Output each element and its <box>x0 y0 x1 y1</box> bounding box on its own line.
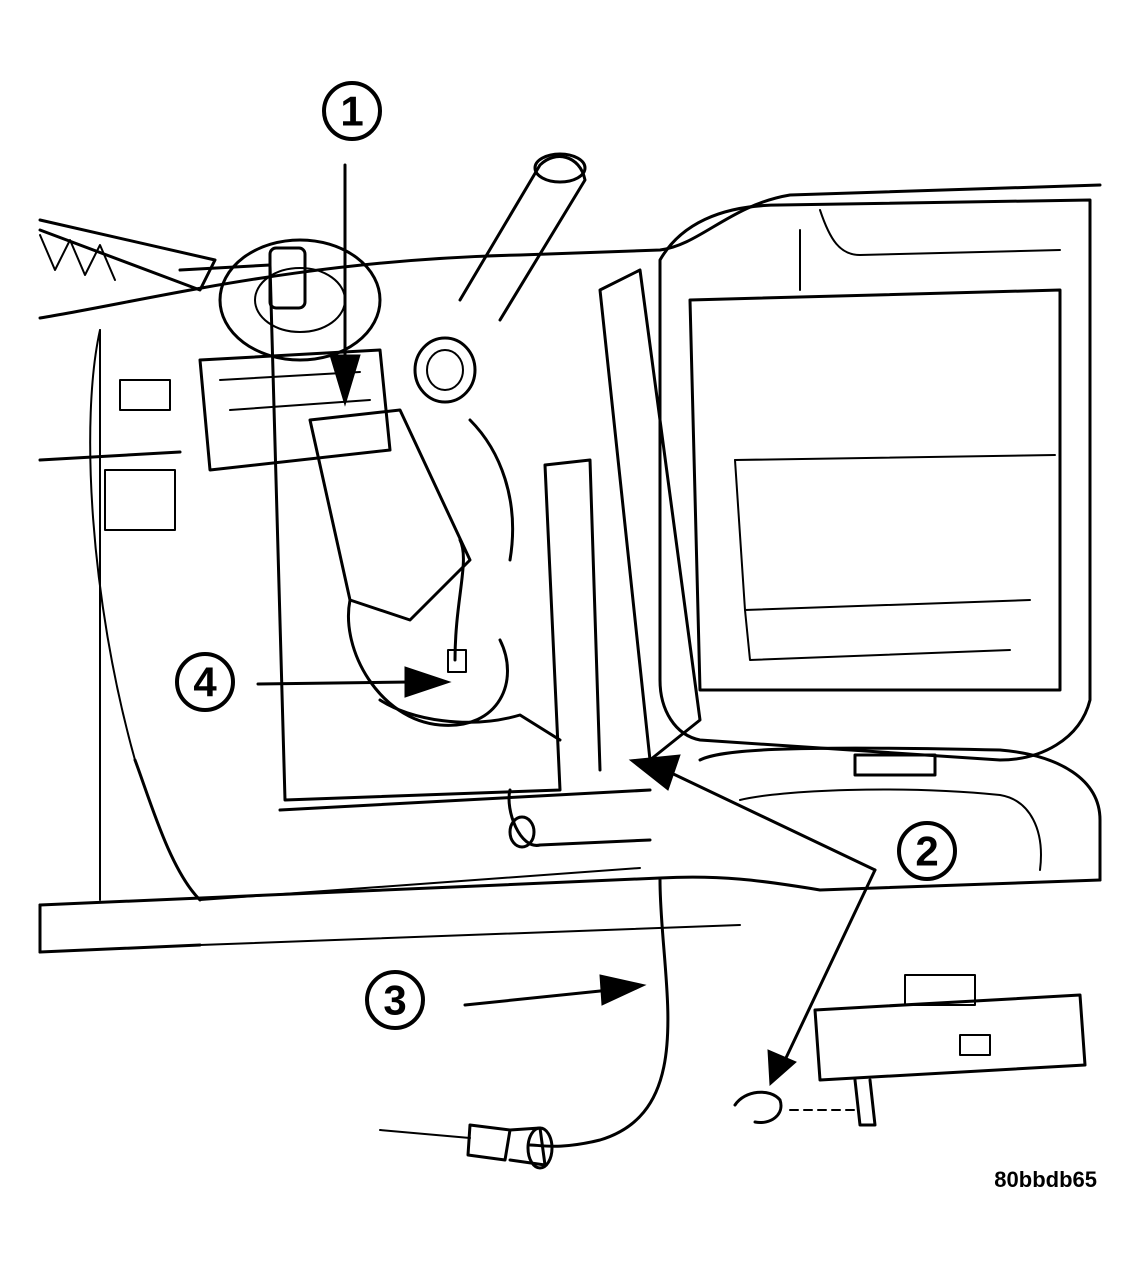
callout-2-leader-upper <box>663 768 877 872</box>
cable-end-connector <box>379 1123 554 1170</box>
callout-2-arrowhead-upper <box>628 754 681 791</box>
callout-3-arrowhead <box>599 974 647 1006</box>
callout-1-arrowhead <box>329 354 361 407</box>
callout-3-label: 3 <box>383 977 406 1024</box>
callout-4: 4 <box>175 652 452 712</box>
callout-1-label: 1 <box>340 88 363 135</box>
callout-2-leader-lower <box>783 868 877 1062</box>
callout-2: 2 <box>628 754 957 1087</box>
callout-3-circle <box>365 970 425 1030</box>
callout-3-leader <box>463 988 612 1007</box>
callout-2-label: 2 <box>915 828 938 875</box>
center-stack-bezel <box>658 198 1092 762</box>
figure-reference-code: 80bbdb65 <box>994 1167 1097 1192</box>
callout-2-circle <box>897 821 957 881</box>
callout-2-arrowhead-lower <box>767 1049 797 1087</box>
callout-3: 3 <box>365 970 647 1030</box>
wiper-switch-stalk <box>458 152 587 322</box>
callout-4-label: 4 <box>193 659 217 706</box>
steering-column-body <box>308 336 562 742</box>
cable-retaining-clip <box>733 1090 861 1125</box>
callout-4-leader <box>256 680 412 686</box>
callout-1-circle <box>322 81 382 141</box>
knee-bolster-bracket <box>813 974 1087 1127</box>
lower-console-bezel <box>698 746 1102 882</box>
callout-1: 1 <box>322 81 382 407</box>
center-trim-panel <box>507 268 702 849</box>
callout-4-arrowhead <box>404 666 452 698</box>
callout-4-circle <box>175 652 235 712</box>
multifunction-switch-stalk <box>38 218 217 292</box>
instrument-panel-outline <box>38 183 1102 954</box>
